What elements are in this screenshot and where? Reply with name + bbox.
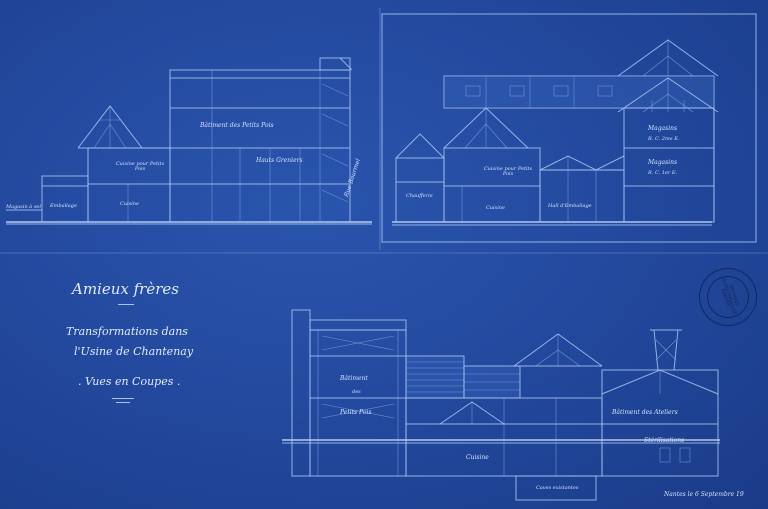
label-building-peas: Petits Pois [340, 409, 372, 416]
title-underline [116, 402, 130, 403]
title-line-1: Transformations dans [66, 325, 188, 338]
label-kitchen-bottom: Cuisine [466, 454, 489, 461]
label-salt-store: Magasin à sel [6, 204, 41, 210]
label-store-upper-sub: R. C. 2me E. [648, 136, 680, 142]
archive-stamp-text: ARCHIVES MUNICIPALES DE NANTES [719, 277, 740, 316]
label-sterilization: Stérilisations [644, 437, 685, 444]
title-line-3: . Vues en Coupes . [78, 375, 181, 388]
label-building: Bâtiment [340, 375, 368, 382]
label-packing: Emballage [50, 203, 77, 209]
label-kitchen: Cuisine [486, 205, 505, 211]
label-large-floor: Hauts Greniers [256, 157, 303, 164]
label-store-upper: Magasins [648, 125, 678, 132]
section-top-right [381, 13, 757, 243]
title-underline [112, 398, 134, 399]
label-store-lower-sub: R. C. 1er E. [648, 170, 678, 176]
footer-date: Nantes le 6 Septembre 19 [664, 491, 744, 498]
label-boiler: Chaufferie [406, 193, 433, 199]
label-store-lower: Magasins [648, 159, 678, 166]
label-packing-hall: Hall d'Emballage [548, 203, 592, 209]
title-company: Amieux frères [72, 280, 179, 298]
section-top-left [6, 57, 372, 225]
label-peas-kitchen-floor: Cuisine [120, 201, 139, 207]
label-peas-building: Bâtiment des Petits Pois [200, 122, 274, 129]
label-kitchen-peas: Cuisine pour Petits Pois [483, 166, 533, 177]
label-peas-kitchen: Cuisine pour Petits Pois [115, 161, 165, 172]
label-cellars: Caves existantes [536, 485, 579, 491]
title-underline [118, 304, 134, 305]
label-building-of: des [352, 389, 361, 395]
title-line-2: l'Usine de Chantenay [74, 345, 194, 358]
section-bottom [282, 309, 720, 501]
label-workshop: Bâtiment des Ateliers [612, 409, 678, 416]
